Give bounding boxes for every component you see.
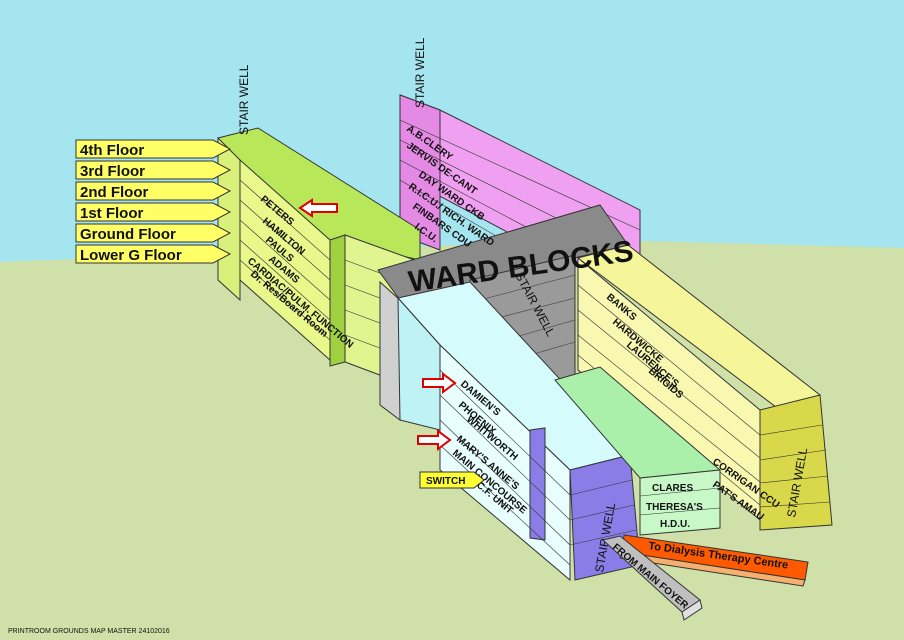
stairwell-label-green: STAIR WELL xyxy=(237,64,251,135)
floor-label-ground: Ground Floor xyxy=(80,226,176,243)
switch-label: SWITCH xyxy=(426,476,465,487)
right-arrow-icon xyxy=(422,372,457,394)
right-arrow-icon xyxy=(417,429,452,451)
grey-core xyxy=(377,204,629,421)
ward-label: CLARES xyxy=(652,483,693,494)
floor-label-4: 4th Floor xyxy=(80,142,144,159)
floor-label-lower-g: Lower G Floor xyxy=(80,247,182,264)
red-arrow-icons xyxy=(298,198,457,451)
floor-label-3: 3rd Floor xyxy=(80,163,145,180)
floor-label-1: 1st Floor xyxy=(80,205,144,222)
ward-label: THERESA'S xyxy=(646,502,703,513)
ward-label: H.D.U. xyxy=(660,519,690,530)
left-arrow-icon xyxy=(298,198,338,218)
footer-caption: PRINTROOM GROUNDS MAP MASTER 24102016 xyxy=(8,628,170,635)
floor-label-2: 2nd Floor xyxy=(80,184,148,201)
light-green-block-wards: CLARES THERESA'S H.D.U. xyxy=(646,483,703,530)
stairwell-label-pink: STAIR WELL xyxy=(413,37,427,108)
cyan-block xyxy=(397,281,641,582)
yellow-block xyxy=(576,244,833,531)
floor-tags: 4th Floor 3rd Floor 2nd Floor 1st Floor … xyxy=(75,139,232,264)
light-green-block xyxy=(554,366,722,536)
switch-tag: SWITCH xyxy=(419,471,485,489)
